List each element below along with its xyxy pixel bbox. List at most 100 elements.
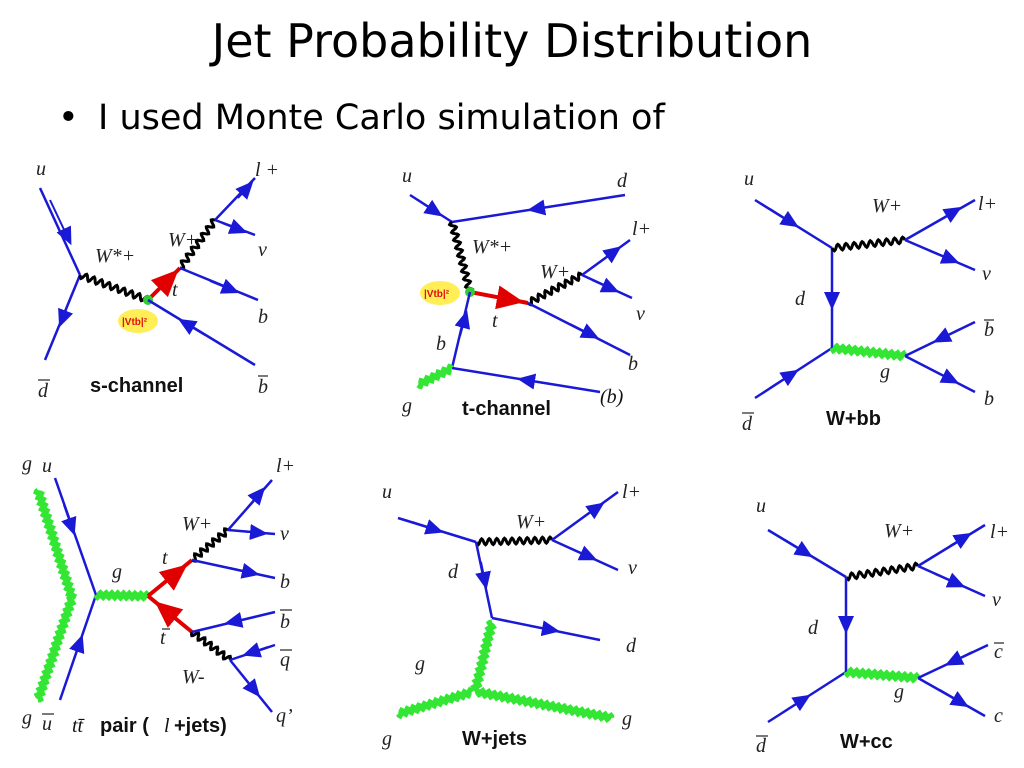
- label-b-in: b: [436, 333, 446, 355]
- caption-end: +jets): [174, 715, 227, 737]
- arrow-icon: [229, 562, 260, 579]
- label-t: t: [492, 310, 498, 332]
- arrow-icon: [784, 539, 813, 558]
- w-boson-line: [830, 235, 907, 253]
- quark-line: [38, 187, 82, 276]
- label-g: g: [894, 681, 904, 703]
- label-w: W+: [884, 520, 914, 542]
- caption-s-channel: s-channel: [90, 375, 183, 397]
- label-cbar: c: [994, 641, 1003, 663]
- label-ubar: u: [42, 713, 52, 735]
- arrow-icon: [517, 373, 551, 390]
- label-wplus: W+: [182, 513, 212, 535]
- label-u1: u: [42, 455, 52, 477]
- gluon-line: [396, 686, 474, 720]
- label-nu: ν: [992, 589, 1001, 611]
- label-dbar: d: [38, 380, 49, 402]
- label-qbar: q: [280, 649, 290, 671]
- arrow-icon: [527, 199, 561, 216]
- label-u: u: [36, 158, 46, 180]
- diagram-t-channel: |Vtb|² u d W*+ W+ t l+ ν b b g t-channel…: [402, 165, 651, 420]
- vtb-highlight: [420, 281, 460, 305]
- arrow-icon: [769, 208, 799, 228]
- arrow-icon: [241, 674, 261, 698]
- label-d: d: [808, 617, 819, 639]
- label-u: u: [402, 165, 412, 187]
- quark-line: [53, 477, 98, 596]
- w-boson-line: [527, 271, 583, 307]
- gluon-line: [843, 666, 921, 684]
- w-boson-line: [191, 527, 229, 563]
- w-boson-line: [844, 561, 920, 582]
- arrow-icon: [417, 199, 443, 217]
- w-boson-line: [474, 535, 554, 547]
- arrow-icon: [411, 519, 444, 535]
- arrow-icon: [49, 199, 72, 246]
- label-wstar: W*+: [95, 245, 135, 267]
- label-b: b: [258, 306, 268, 328]
- antiquark-line: [754, 346, 833, 400]
- label-bbar: b: [280, 611, 290, 633]
- label-g: g: [402, 395, 412, 417]
- label-wstar: W*+: [472, 236, 512, 258]
- w-boson-line: [189, 631, 233, 661]
- bullet-item: •I used Monte Carlo simulation of: [58, 98, 665, 138]
- label-u: u: [756, 495, 766, 517]
- label-dbar: d: [742, 413, 753, 435]
- slide-title: Jet Probability Distribution: [211, 14, 813, 68]
- label-b: b: [984, 388, 994, 410]
- arrow-icon: [178, 318, 206, 336]
- caption-l: l: [164, 715, 170, 737]
- w-boson-line: [179, 218, 216, 270]
- caption-suffix: (b): [600, 386, 624, 408]
- caption-w-bb: W+bb: [826, 408, 881, 430]
- label-g1: g: [22, 453, 32, 475]
- label-nu: ν: [636, 303, 645, 325]
- arrow-icon: [221, 218, 248, 234]
- label-bbar: b: [984, 319, 994, 341]
- arrow-icon: [781, 694, 811, 714]
- label-w: W+: [872, 195, 902, 217]
- arrow-icon: [475, 561, 491, 590]
- label-d2: d: [626, 635, 637, 657]
- arrow-icon: [599, 246, 622, 264]
- w-boson-line: [447, 220, 475, 294]
- label-g: g: [112, 561, 122, 583]
- arrow-icon: [61, 504, 77, 536]
- label-d: d: [795, 288, 806, 310]
- quark-line: [767, 528, 847, 579]
- label-d1: d: [448, 561, 459, 583]
- arrow-icon: [584, 502, 605, 520]
- vtb-highlight: [118, 309, 158, 333]
- arrow-icon: [157, 564, 188, 591]
- diagram-w-cc: u d W+ l+ ν d g c c W+cc: [756, 495, 1009, 757]
- label-nu: ν: [982, 263, 991, 285]
- label-lepton: l+: [632, 218, 651, 240]
- label-dbar: d: [756, 735, 767, 757]
- bullet-text: I used Monte Carlo simulation of: [98, 98, 665, 138]
- label-w: W+: [168, 229, 198, 251]
- diagram-ttbar-pair: g u g u g t t W+ W- l+ ν b b q q’ tt̄ pa…: [22, 453, 295, 737]
- label-nu: ν: [258, 239, 267, 261]
- label-w: W+: [540, 261, 570, 283]
- label-lepton: l +: [255, 159, 279, 181]
- gluon-line: [93, 589, 151, 602]
- gluon-line: [829, 342, 908, 362]
- gluon-line: [32, 488, 78, 600]
- label-u: u: [744, 168, 754, 190]
- lepton-line: [214, 177, 256, 221]
- label-d: d: [617, 170, 628, 192]
- arrow-icon: [569, 323, 600, 339]
- label-qprime: q’: [276, 705, 293, 727]
- label-nu: ν: [628, 557, 637, 579]
- arrow-icon: [934, 572, 966, 588]
- caption-t-channel: t-channel: [462, 398, 551, 420]
- arrow-icon: [929, 248, 960, 264]
- arrow-icon: [489, 285, 524, 310]
- caption-w-jets: W+jets: [462, 728, 527, 750]
- label-g1: g: [415, 653, 425, 675]
- arrow-icon: [932, 327, 961, 343]
- arrow-icon: [148, 269, 179, 300]
- gluon-line: [475, 686, 615, 724]
